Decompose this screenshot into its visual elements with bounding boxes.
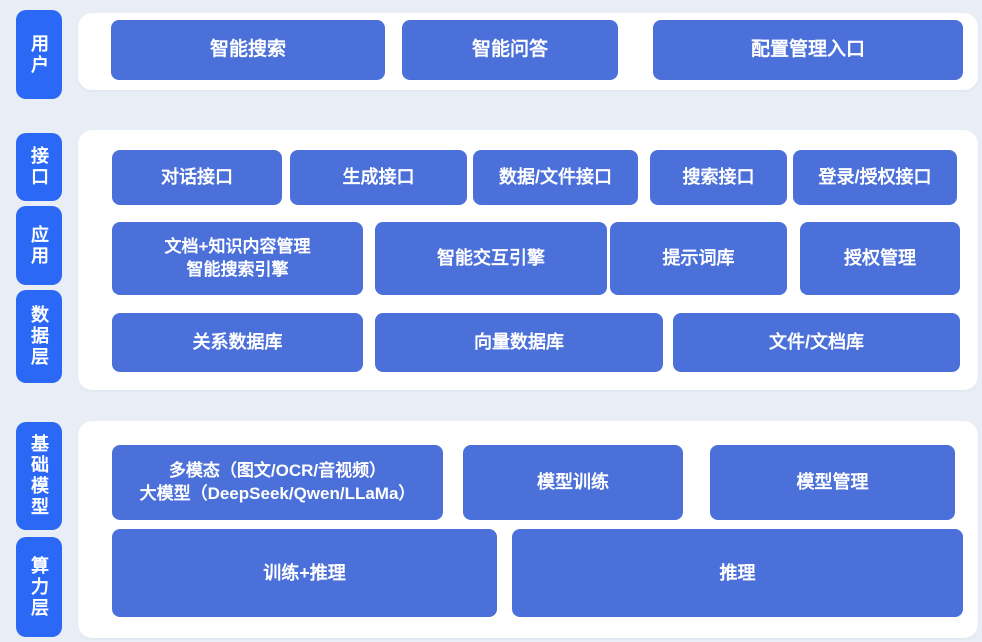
layer-label-data-text: 数据层 <box>29 305 49 368</box>
interaction-engine-block: 智能交互引擎 <box>375 222 607 295</box>
inference-label: 推理 <box>719 562 756 583</box>
prompt-library-label: 提示词库 <box>662 248 735 269</box>
interaction-engine-label: 智能交互引擎 <box>437 248 545 269</box>
auth-management-block: 授权管理 <box>800 222 960 295</box>
layer-label-data: 数据层 <box>16 290 62 383</box>
doc-knowledge-search-engine-label: 文档+知识内容管理 智能搜索引擎 <box>164 236 311 279</box>
smart-search-block: 智能搜索 <box>111 20 385 80</box>
layer-label-foundation-model: 基础模型 <box>16 422 62 530</box>
file-doc-store-label: 文件/文档库 <box>768 332 864 353</box>
data-file-api-label: 数据/文件接口 <box>498 167 612 188</box>
generation-api-block: 生成接口 <box>290 150 467 205</box>
layer-label-compute: 算力层 <box>16 537 62 637</box>
inference-block: 推理 <box>512 529 963 617</box>
layer-label-foundation-model-text: 基础模型 <box>29 434 49 518</box>
search-api-block: 搜索接口 <box>650 150 787 205</box>
search-api-label: 搜索接口 <box>682 167 755 188</box>
model-training-label: 模型训练 <box>537 472 609 493</box>
layer-label-user-text: 用户 <box>29 33 49 76</box>
auth-management-label: 授权管理 <box>844 248 916 269</box>
prompt-library-block: 提示词库 <box>610 222 787 295</box>
generation-api-label: 生成接口 <box>342 167 415 188</box>
config-management-entry-label: 配置管理入口 <box>750 39 865 61</box>
multimodal-llm-block: 多模态（图文/OCR/音视频） 大模型（DeepSeek/Qwen/LLaMa） <box>112 445 443 520</box>
relational-db-label: 关系数据库 <box>192 332 283 353</box>
layer-label-application-text: 应用 <box>29 224 49 267</box>
vector-db-label: 向量数据库 <box>474 332 564 353</box>
multimodal-llm-label: 多模态（图文/OCR/音视频） 大模型（DeepSeek/Qwen/LLaMa） <box>139 460 416 503</box>
layer-label-interface: 接口 <box>16 133 62 201</box>
model-management-block: 模型管理 <box>710 445 955 520</box>
login-auth-api-block: 登录/授权接口 <box>793 150 957 205</box>
login-auth-api-label: 登录/授权接口 <box>818 167 932 188</box>
vector-db-block: 向量数据库 <box>375 313 663 372</box>
doc-knowledge-search-engine-block: 文档+知识内容管理 智能搜索引擎 <box>112 222 363 295</box>
relational-db-block: 关系数据库 <box>112 313 363 372</box>
smart-qa-label: 智能问答 <box>471 39 548 61</box>
training-inference-block: 训练+推理 <box>112 529 497 617</box>
file-doc-store-block: 文件/文档库 <box>673 313 960 372</box>
dialog-api-block: 对话接口 <box>112 150 282 205</box>
smart-search-label: 智能搜索 <box>209 39 286 61</box>
smart-qa-block: 智能问答 <box>402 20 618 80</box>
training-inference-label: 训练+推理 <box>263 562 346 583</box>
layer-label-interface-text: 接口 <box>29 146 49 188</box>
layer-label-user: 用户 <box>16 10 62 99</box>
model-training-block: 模型训练 <box>463 445 683 520</box>
config-management-entry-block: 配置管理入口 <box>653 20 963 80</box>
layer-label-compute-text: 算力层 <box>29 555 49 619</box>
dialog-api-label: 对话接口 <box>161 167 233 188</box>
data-file-api-block: 数据/文件接口 <box>473 150 638 205</box>
model-management-label: 模型管理 <box>796 472 869 493</box>
layer-label-application: 应用 <box>16 206 62 285</box>
